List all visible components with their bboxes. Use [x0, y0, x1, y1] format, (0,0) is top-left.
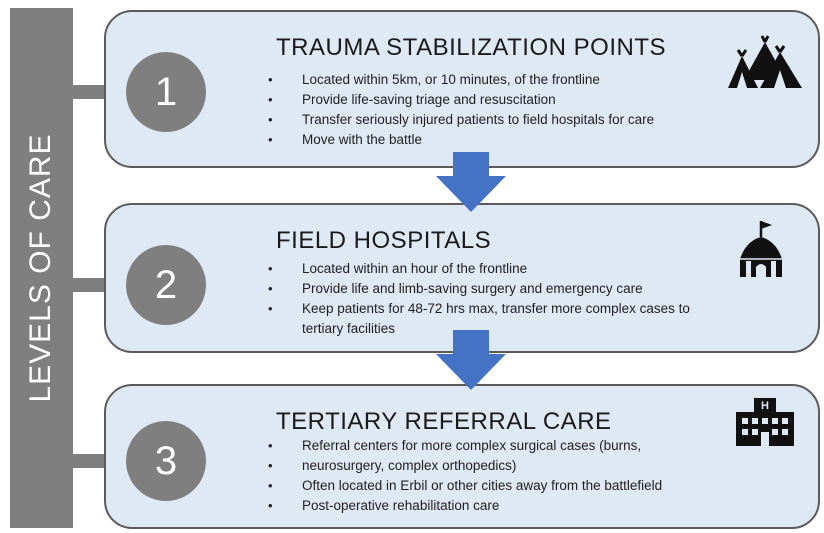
level-1-bullets: Located within 5km, or 10 minutes, of th…: [268, 70, 654, 150]
bullet-item: Often located in Erbil or other cities a…: [268, 476, 662, 496]
bullet-item: Provide life and limb-saving surgery and…: [268, 279, 690, 299]
bullet-item: Move with the battle: [268, 130, 654, 150]
level-2-bullets: Located within an hour of the frontline …: [268, 259, 690, 339]
level-1-number-circle: 1: [126, 52, 206, 132]
bullet-item: Post-operative rehabilitation care: [268, 496, 662, 516]
bullet-item: Transfer seriously injured patients to f…: [268, 110, 654, 130]
bullet-item: Located within 5km, or 10 minutes, of th…: [268, 70, 654, 90]
bullet-item: neurosurgery, complex orthopedics): [268, 456, 662, 476]
level-2-number-circle: 2: [126, 245, 206, 325]
tents-icon: [728, 35, 802, 88]
down-arrow-1: [436, 152, 506, 212]
level-3-number-circle: 3: [126, 421, 206, 501]
hospital-building-icon: H: [736, 398, 794, 446]
level-3-bullets: Referral centers for more complex surgic…: [268, 436, 662, 516]
level-3-title: TERTIARY REFERRAL CARE: [276, 408, 612, 435]
bullet-item: tertiary facilities: [302, 321, 396, 336]
bullet-item: Referral centers for more complex surgic…: [268, 436, 662, 456]
field-tent-icon: [740, 221, 782, 277]
side-title: LEVELS OF CARE: [24, 133, 57, 403]
down-arrow-2: [436, 330, 506, 390]
level-2-panel: FIELD HOSPITALS Located within an hour o…: [104, 203, 820, 353]
bullet-item: Located within an hour of the frontline: [268, 259, 690, 279]
level-1-title: TRAUMA STABILIZATION POINTS: [276, 34, 666, 61]
level-1-panel: TRAUMA STABILIZATION POINTS Located with…: [104, 10, 820, 168]
hospital-sign: H: [761, 400, 769, 412]
bullet-item: Provide life-saving triage and resuscita…: [268, 90, 654, 110]
bullet-item: Keep patients for 48-72 hrs max, transfe…: [268, 299, 690, 319]
level-3-panel: TERTIARY REFERRAL CARE Referral centers …: [104, 384, 820, 529]
level-2-title: FIELD HOSPITALS: [276, 227, 492, 254]
